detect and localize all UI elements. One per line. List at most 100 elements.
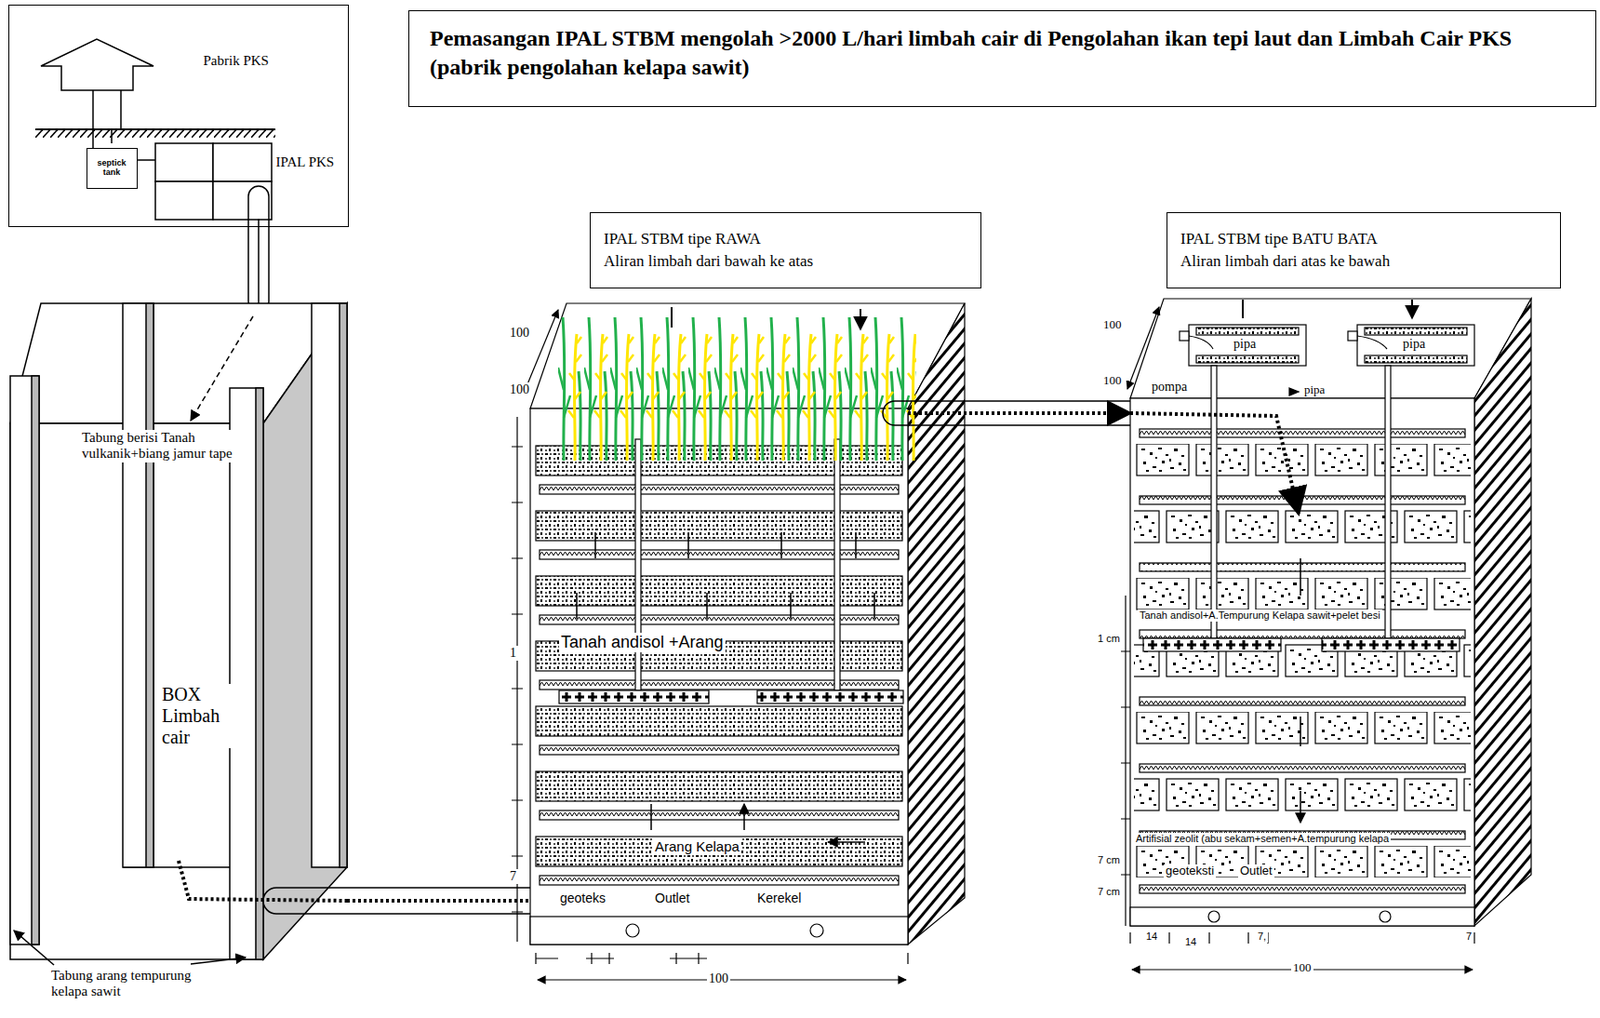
- factory-frame: Pabrik PKS septick tank IPAL PKS: [8, 4, 349, 227]
- annotation-label: pipa: [1302, 383, 1327, 398]
- waste-box-drawing: [339, 303, 347, 867]
- pipe-connector: [346, 898, 531, 903]
- dimension-lines: [535, 952, 908, 964]
- title-text: Pemasangan IPAL STBM mengolah >2000 L/ha…: [429, 24, 1577, 82]
- node-text: IPAL STBM tipe RAWA: [603, 227, 968, 251]
- node-text: Aliran limbah dari bawah ke atas: [603, 250, 968, 273]
- annotation-label: 7,: [1255, 930, 1268, 943]
- batu-bata-tank-drawing: [1208, 910, 1220, 922]
- batu-bata-tank-drawing: [1242, 299, 1413, 319]
- rawa-tank-drawing: [539, 875, 899, 885]
- dimension-lines: [1130, 932, 1475, 944]
- annotation-label: pompa: [1149, 379, 1189, 395]
- rawa-tank-drawing: [539, 810, 899, 820]
- batu-bata-tank-drawing: [1139, 562, 1466, 572]
- batu-bata-tank-drawing: [1196, 327, 1299, 335]
- rawa-tank-drawing: [907, 303, 965, 945]
- batu-bata-tank-drawing: [1321, 638, 1460, 652]
- waste-box-drawing: [122, 303, 154, 867]
- rawa-tank-drawing: [535, 836, 903, 867]
- factory-drawing: [40, 39, 154, 91]
- rawa-tank-drawing: [535, 771, 903, 801]
- rawa-tank-drawing: [535, 575, 903, 606]
- batu-bata-tank-drawing: [1130, 298, 1532, 399]
- waste-box-drawing: [263, 887, 567, 914]
- waste-box-drawing: [178, 860, 347, 901]
- batu-bata-tank-drawing: [1139, 495, 1466, 505]
- ipal-pks-blocks: IPAL PKS: [155, 143, 272, 220]
- node-text: Outlet: [1238, 864, 1275, 879]
- factory-drawing: [35, 39, 276, 312]
- batu-bata-tank-drawing: [1139, 629, 1466, 639]
- annotation-label: 100: [1291, 960, 1314, 975]
- batu-bata-tank-drawing: [1139, 763, 1466, 773]
- rawa-tank-drawing: [635, 439, 641, 691]
- batu-bata-tank-drawing: [1347, 331, 1358, 341]
- rawa-tank-drawing: [827, 840, 866, 843]
- rawa-tank-drawing: [535, 510, 903, 541]
- node-text: septick tank: [89, 159, 135, 178]
- rawa-tank-drawing: [530, 303, 1187, 945]
- waste-box-drawing: [13, 930, 54, 965]
- node-text: Pabrik PKS: [201, 53, 271, 69]
- annotation-label: 1: [507, 645, 519, 661]
- batu-bata-tank-drawing: [1143, 638, 1281, 652]
- factory-drawing: [155, 181, 214, 220]
- waste-box-drawing: [311, 303, 347, 867]
- annotation-label: 100: [1101, 318, 1124, 333]
- annotation-label: pipa: [1400, 336, 1427, 352]
- node-text: Kerekel: [755, 890, 803, 906]
- annotation-label: 7: [507, 868, 519, 884]
- rawa-tank-drawing: [671, 306, 861, 330]
- node-text: BOX Limbah cair: [160, 683, 237, 748]
- batu-bata-tank-drawing: [1379, 910, 1391, 922]
- batu-bata-tank-drawing: [1188, 324, 1307, 366]
- rawa-tank-drawing: [539, 549, 899, 560]
- batu-bata-tank-drawing: [1196, 355, 1299, 363]
- factory-drawing: [213, 143, 272, 182]
- batu-bata-tank-drawing: [1364, 327, 1467, 335]
- annotation-label: 14: [1183, 935, 1199, 948]
- annotation-label: 100: [507, 325, 532, 341]
- node-text: Outlet: [653, 890, 692, 906]
- rawa-tank-drawing: [558, 306, 917, 461]
- septic-tank-box: septick tank: [86, 147, 138, 189]
- node-text: IPAL PKS: [274, 154, 337, 171]
- pipe-connector: [257, 219, 260, 305]
- annotation-label: 7 cm: [1095, 853, 1122, 867]
- node-text: geoteks: [558, 890, 608, 906]
- rawa-tank-drawing: [576, 532, 875, 830]
- waste-box-drawing: [10, 303, 567, 965]
- rawa-tank-drawing: [757, 690, 904, 704]
- batu-bata-tank: Tanah andisol+A.Tempurung Kelapa sawit+p…: [1130, 398, 1475, 926]
- annotation-label: 100: [1101, 373, 1124, 388]
- node-text: IPAL STBM tipe BATU BATA: [1180, 227, 1547, 251]
- rawa-header-box: IPAL STBM tipe RAWAAliran limbah dari ba…: [589, 212, 982, 289]
- annotation-label: 100: [706, 971, 731, 987]
- dimension-lines: [511, 446, 523, 912]
- annotation-label: 7 cm: [1095, 885, 1122, 898]
- waste-box-drawing: [146, 303, 154, 867]
- waste-box-drawing: [190, 316, 254, 421]
- waste-box-drawing: [10, 375, 40, 945]
- batu-bata-tank-drawing: [1139, 696, 1466, 706]
- waste-box: BOX Limbah cair: [10, 303, 347, 960]
- waste-box-drawing: [31, 375, 40, 945]
- rawa-tank-drawing: [535, 706, 903, 736]
- waste-box-drawing: [190, 957, 246, 964]
- annotation-label: 100: [507, 382, 532, 398]
- batu-bata-tank-drawing: [1385, 365, 1391, 639]
- annotation-label: 14: [1144, 930, 1160, 943]
- batu-bata-tank-drawing: [1474, 298, 1532, 926]
- annotation-label: Tabung arang tempurung kelapa sawit: [49, 967, 226, 1000]
- waste-box-drawing: [229, 387, 264, 960]
- rawa-tank-drawing: [539, 680, 899, 690]
- rawa-tank-drawing: [559, 690, 709, 704]
- dimension-lines: [1127, 306, 1160, 389]
- factory-drawing: [248, 186, 269, 312]
- batu-bata-tank-drawing: [1139, 884, 1466, 894]
